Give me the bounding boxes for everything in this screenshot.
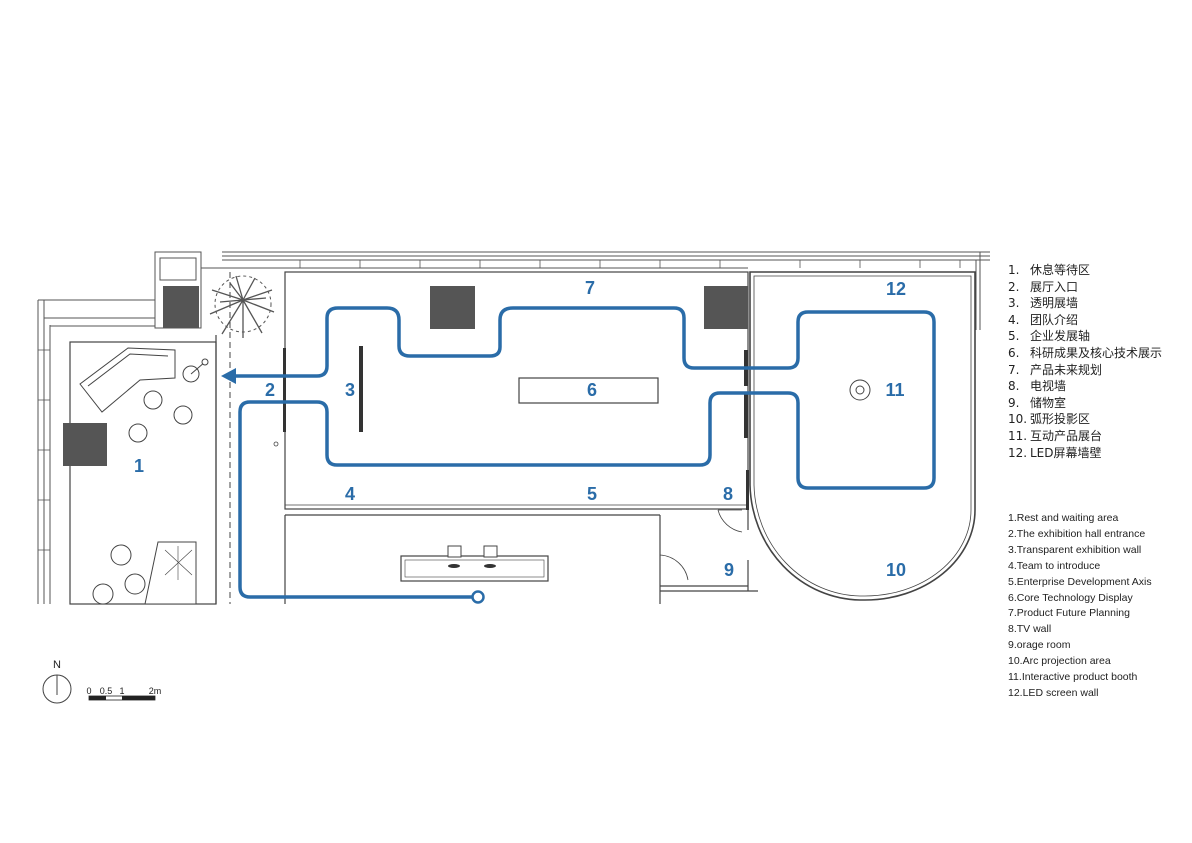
legend-english: 1.Rest and waiting area 2.The exhibition … [1008, 511, 1152, 702]
svg-text:1: 1 [119, 686, 124, 696]
room-walls [69, 271, 976, 605]
legend-zh-item: 10.弧形投影区 [1008, 411, 1162, 428]
legend-en-item: 7.Product Future Planning [1008, 607, 1130, 620]
legend-zh-item: 11.互动产品展台 [1008, 428, 1162, 445]
zone-5-label: 5 [587, 484, 597, 504]
legend-zh-item: 2. 展厅入口 [1008, 279, 1162, 296]
zone-1-label: 1 [134, 456, 144, 476]
legend-zh-item: 12.LED屏幕墙壁 [1008, 445, 1162, 462]
north-arrow: N [42, 659, 72, 704]
legend-zh-text: 展厅入口 [1030, 279, 1079, 294]
svg-text:2m: 2m [149, 686, 162, 696]
furniture [63, 286, 871, 605]
zone-7-label: 7 [585, 278, 595, 298]
legend-zh-number: 1. [1008, 263, 1020, 277]
zone-6-label: 6 [587, 380, 597, 400]
legend-zh-number: 4. [1008, 312, 1020, 327]
zone-4-label: 4 [345, 484, 355, 504]
legend-zh-number: 5. [1008, 329, 1020, 344]
legend-zh-number: 3. [1008, 296, 1020, 311]
legend-zh-text: 企业发展轴 [1030, 329, 1091, 344]
legend-zh-text: LED屏幕墙壁 [1030, 445, 1102, 460]
legend-zh-number: 11. [1008, 428, 1028, 443]
legend-en-item: 1.Rest and waiting area [1008, 512, 1119, 524]
legend-zh-text: 科研成果及核心技术展示 [1030, 345, 1163, 360]
legend-zh-item: 6. 科研成果及核心技术展示 [1008, 345, 1162, 362]
legend-zh-item: 3. 透明展墙 [1008, 295, 1162, 312]
zone-3-label: 3 [345, 380, 355, 400]
legend-zh-number: 2. [1008, 279, 1020, 294]
svg-text:0.5: 0.5 [100, 686, 113, 696]
legend-en-item: 10.Arc projection area [1008, 655, 1111, 668]
legend-en-item: 11.Interactive product booth [1008, 671, 1138, 684]
scale-bar: 0 0.5 1 2m [86, 686, 162, 701]
legend-zh-number: 12. [1008, 445, 1028, 460]
legend-en-item: 8.TV wall [1008, 623, 1052, 636]
legend-zh-item: 4. 团队介绍 [1008, 312, 1162, 329]
zone-12-label: 12 [886, 279, 906, 299]
legend-zh-item: 9. 储物室 [1008, 395, 1162, 412]
route-arrowhead [221, 368, 236, 384]
zone-8-label: 8 [723, 484, 733, 504]
legend-zh-text: 休息等待区 [1030, 263, 1091, 277]
exterior-walls [37, 251, 990, 604]
legend-zh-text: 弧形投影区 [1030, 412, 1091, 427]
legend-zh-item: 8. 电视墙 [1008, 378, 1162, 395]
legend-zh-number: 6. [1008, 345, 1020, 360]
zone-2-label: 2 [265, 380, 275, 400]
legend-en-item: 6.Core Technology Display [1008, 591, 1133, 604]
zone-9-label: 9 [724, 560, 734, 580]
legend-zh-text: 互动产品展台 [1030, 428, 1103, 443]
zone-10-label: 10 [886, 560, 906, 580]
legend-en-item: 2.The exhibition hall entrance [1008, 527, 1146, 540]
legend-zh-text: 产品未来规划 [1030, 362, 1103, 377]
legend-en-item: 3.Transparent exhibition wall [1008, 543, 1142, 556]
legend-en-item: 12.LED screen wall [1008, 686, 1099, 699]
plant [209, 275, 275, 338]
legend-zh-number: 8. [1008, 379, 1020, 394]
legend-zh-text: 储物室 [1030, 395, 1067, 410]
legend-zh-number: 10. [1008, 412, 1028, 427]
legend-en-item: 4.Team to introduce [1008, 559, 1101, 572]
legend-en-item: 5.Enterprise Development Axis [1008, 575, 1152, 588]
legend-chinese: 1. 休息等待区 2. 展厅入口 3. 透明展墙 4. 团队介绍 5. 企业发展轴 6. 科研成果及核… [1008, 262, 1162, 461]
doors [273, 441, 743, 581]
legend-zh-text: 电视墙 [1030, 379, 1067, 394]
legend-en-item: 9.orage room [1008, 639, 1071, 652]
zone-11-label: 11 [885, 380, 904, 400]
legend-zh-text: 透明展墙 [1030, 296, 1079, 311]
legend-zh-text: 团队介绍 [1030, 312, 1079, 327]
legend-zh-number: 9. [1008, 395, 1020, 410]
visitor-route [234, 306, 936, 604]
legend-zh-item: 7. 产品未来规划 [1008, 362, 1162, 379]
svg-text:N: N [53, 659, 61, 671]
zone-labels: 1 2 3 4 5 6 7 8 9 10 11 12 [134, 278, 906, 580]
legend-zh-number: 7. [1008, 362, 1020, 377]
legend-zh-item: 1. 休息等待区 [1008, 262, 1162, 279]
legend-zh-item: 5. 企业发展轴 [1008, 328, 1162, 345]
svg-text:0: 0 [86, 686, 91, 696]
